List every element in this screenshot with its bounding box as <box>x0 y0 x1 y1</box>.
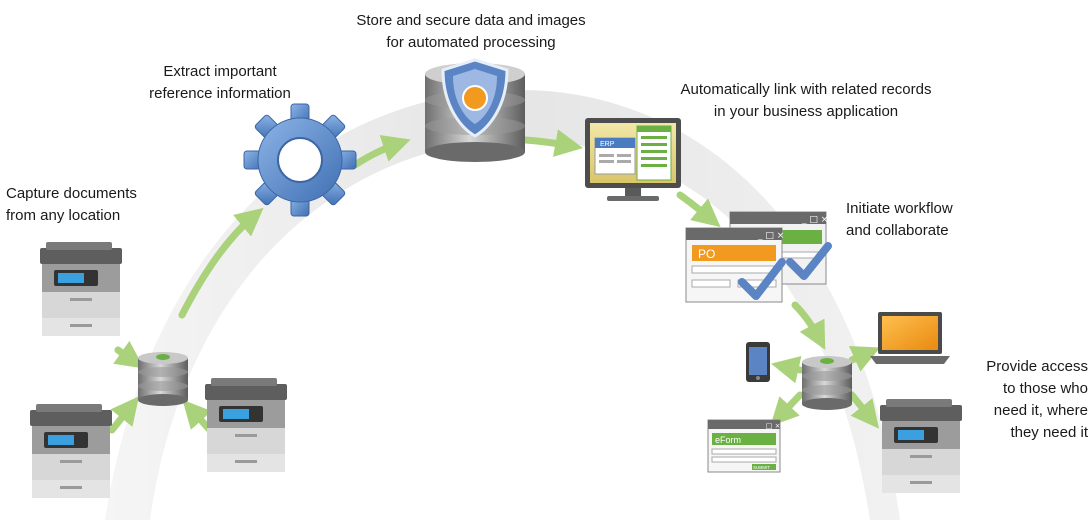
gear-icon <box>243 103 357 217</box>
printer-bottom-left <box>30 404 112 498</box>
svg-text:_ □ ×: _ □ × <box>757 231 784 241</box>
shield-icon <box>441 58 509 138</box>
smartphone-icon <box>746 342 770 382</box>
svg-text:_ □ ×: _ □ × <box>801 215 828 225</box>
caption-store: Store and secure data and images for aut… <box>356 12 586 51</box>
po-window: _ □ × <box>685 227 784 303</box>
printer-bottom-right <box>880 399 962 493</box>
eform-window: _ □ × <box>707 419 781 473</box>
caption-access: Provide access to those who need it, whe… <box>986 358 1088 441</box>
checkmark-icon <box>738 242 832 300</box>
distribution-database-icon <box>802 356 852 410</box>
caption-link: Automatically link with related records … <box>680 81 932 120</box>
caption-extract: Extract important reference information <box>149 63 291 102</box>
po-title-label: PO <box>698 247 715 261</box>
eform-title-label: eForm <box>715 435 741 445</box>
eform-submit-label: SUBMIT <box>753 465 770 470</box>
flow-arrows <box>108 129 881 434</box>
caption-capture: Capture documents from any location <box>6 185 137 224</box>
capture-database-icon <box>138 352 188 406</box>
erp-tab-label: ERP <box>600 141 615 148</box>
laptop-icon <box>870 312 950 364</box>
caption-workflow: Initiate workflow and collaborate <box>846 200 953 239</box>
erp-monitor-icon <box>585 118 681 201</box>
printer-bottom-center <box>205 378 287 472</box>
printer-top-left <box>40 242 122 336</box>
svg-text:_ □ ×: _ □ × <box>759 422 780 430</box>
